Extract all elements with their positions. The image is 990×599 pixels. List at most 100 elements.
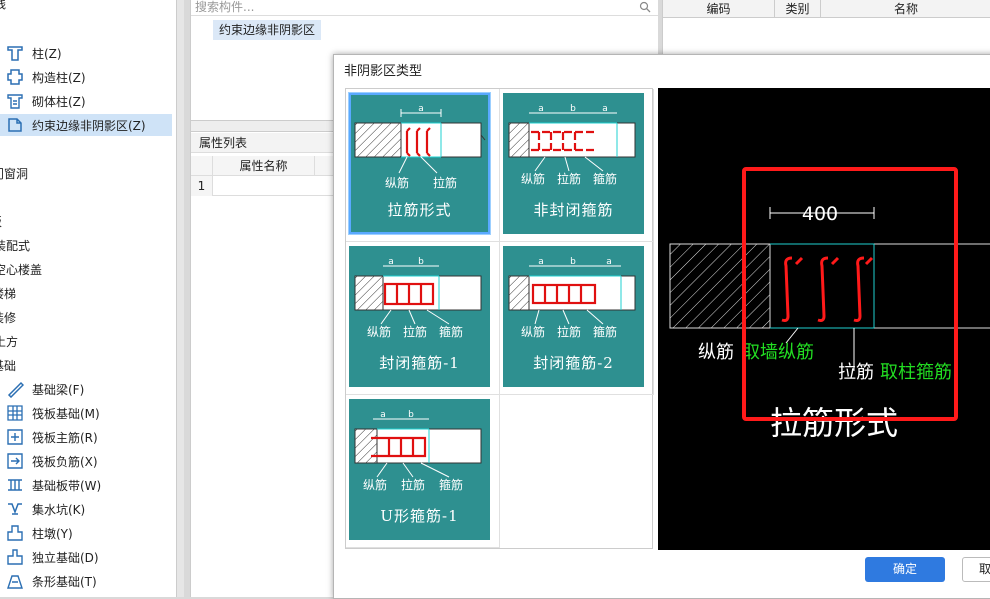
sidebar-item[interactable]: 筏板负筋(X) [0, 450, 98, 472]
search-icon[interactable] [639, 1, 651, 13]
sidebar-item-label: 条形基础(T) [32, 573, 97, 590]
column-header-category[interactable]: 类别 [775, 0, 821, 18]
column-header-code[interactable]: 编码 [663, 0, 775, 18]
svg-text:a: a [418, 104, 424, 114]
sidebar-item-label: 筏板主筋(R) [32, 429, 98, 446]
row-number: 1 [191, 176, 213, 196]
sidebar-item[interactable]: 装配式 [0, 234, 30, 256]
tile-label: U形箍筋-1 [351, 505, 488, 526]
type-cell-tie-bar: a 纵筋 拉筋 拉筋形式 [346, 89, 500, 242]
svg-text:a: a [538, 104, 544, 114]
tie-bar-diagram-icon: a 纵筋 拉筋 [351, 95, 492, 195]
sump-pit-icon [6, 500, 24, 518]
svg-text:纵筋: 纵筋 [698, 342, 734, 363]
row-number-header [191, 156, 213, 176]
raft-foundation-icon [6, 404, 24, 422]
masonry-column-icon [6, 92, 24, 110]
sidebar-item-label: 砌体柱(Z) [32, 93, 86, 110]
sidebar-item-label: 约束边缘非阴影区(Z) [32, 117, 146, 134]
tile-label: 拉筋形式 [351, 199, 488, 220]
construction-column-icon [6, 68, 24, 86]
sidebar-item[interactable]: 条形基础(T) [0, 570, 97, 592]
svg-text:a: a [380, 410, 386, 420]
strip-footing-icon [6, 572, 24, 590]
sidebar-item[interactable]: 基础 [0, 354, 16, 376]
svg-text:取墙纵筋: 取墙纵筋 [742, 342, 814, 363]
sidebar-item[interactable]: 楼梯 [0, 282, 16, 304]
sidebar-item[interactable]: 集水坑(K) [0, 498, 85, 520]
sidebar-item[interactable]: 柱墩(Y) [0, 522, 73, 544]
sidebar-item-label: 集水坑(K) [32, 501, 85, 518]
sidebar-item-label: 板 [0, 213, 2, 230]
column-pier-icon [6, 524, 24, 542]
sidebar-item[interactable]: 装修 [0, 306, 16, 328]
svg-text:纵筋: 纵筋 [521, 171, 545, 186]
component-type-sidebar: 线柱(Z)构造柱(Z)砌体柱(Z)约束边缘非阴影区(Z)墙门窗洞梁板装配式空心楼… [0, 0, 176, 597]
type-tile-u-stirrup-1[interactable]: a b 纵筋 拉筋 箍筋 U形箍筋-1 [349, 399, 490, 540]
sidebar-item-label: 装配式 [0, 237, 30, 254]
svg-text:拉筋: 拉筋 [403, 324, 427, 339]
type-cell-closed-stirrup-2: a b a 纵筋 拉筋 箍筋 封闭箍筋-2 [500, 242, 654, 395]
ok-button[interactable]: 确定 [865, 557, 945, 582]
foundation-strip-icon [6, 476, 24, 494]
isolated-footing-icon [6, 548, 24, 566]
svg-text:箍筋: 箍筋 [439, 324, 463, 339]
svg-text:箍筋: 箍筋 [439, 477, 463, 492]
sidebar-item[interactable]: 独立基础(D) [0, 546, 99, 568]
sidebar-item[interactable]: 砌体柱(Z) [0, 90, 86, 112]
sidebar-item-label: 门窗洞 [0, 165, 28, 182]
sidebar-item-label: 装修 [0, 309, 16, 326]
component-tree-node[interactable]: 约束边缘非阴影区 [213, 20, 321, 40]
sidebar-item[interactable]: 线 [0, 0, 6, 14]
sidebar-item[interactable]: 柱(Z) [0, 42, 62, 64]
sidebar-item-label: 基础梁(F) [32, 381, 84, 398]
sidebar-item[interactable]: 门窗洞 [0, 162, 28, 184]
svg-text:纵筋: 纵筋 [367, 324, 391, 339]
svg-text:纵筋: 纵筋 [385, 175, 409, 190]
svg-text:取柱箍筋: 取柱箍筋 [880, 362, 952, 383]
foundation-beam-icon [6, 380, 24, 398]
tile-label: 封闭箍筋-1 [351, 352, 488, 373]
svg-text:箍筋: 箍筋 [593, 171, 617, 186]
type-cell-closed-stirrup-1: a b 纵筋 拉筋 箍筋 封闭箍筋-1 [346, 242, 500, 395]
sidebar-item[interactable]: 基础梁(F) [0, 378, 84, 400]
sidebar-item[interactable]: 土方 [0, 330, 18, 352]
sidebar-scrollbar[interactable] [176, 0, 184, 597]
sidebar-item[interactable]: 构造柱(Z) [0, 66, 86, 88]
open-stirrup-diagram-icon: a b a 纵筋 拉筋 箍筋 [505, 95, 646, 195]
svg-text:纵筋: 纵筋 [363, 477, 387, 492]
type-cell-u-stirrup-1: a b 纵筋 拉筋 箍筋 U形箍筋-1 [346, 395, 500, 548]
sidebar-item[interactable]: 筏板基础(M) [0, 402, 100, 424]
type-tile-closed-stirrup-2[interactable]: a b a 纵筋 拉筋 箍筋 封闭箍筋-2 [503, 246, 644, 387]
svg-text:拉筋: 拉筋 [557, 324, 581, 339]
sidebar-item-label: 基础板带(W) [32, 477, 101, 494]
sidebar-item[interactable]: 约束边缘非阴影区(Z) [0, 114, 172, 136]
cancel-button[interactable]: 取消 [962, 557, 990, 582]
svg-text:拉筋: 拉筋 [401, 477, 425, 492]
sidebar-item-label: 构造柱(Z) [32, 69, 86, 86]
svg-text:a: a [388, 257, 394, 267]
column-header-name[interactable]: 名称 [821, 0, 990, 18]
search-input[interactable]: 搜索构件... [191, 0, 658, 16]
u-stirrup-1-diagram-icon: a b 纵筋 拉筋 箍筋 [351, 401, 492, 501]
type-tile-closed-stirrup-1[interactable]: a b 纵筋 拉筋 箍筋 封闭箍筋-1 [349, 246, 490, 387]
svg-text:a: a [538, 257, 544, 267]
property-name-header: 属性名称 [213, 156, 315, 176]
table-header: 编码 类别 名称 [663, 0, 990, 18]
dialog-title: 非阴影区类型 [344, 60, 422, 79]
type-tile-grid: a 纵筋 拉筋 拉筋形式 a b [345, 88, 653, 549]
svg-text:拉筋: 拉筋 [557, 171, 581, 186]
type-tile-tie-bar[interactable]: a 纵筋 拉筋 拉筋形式 [349, 93, 490, 234]
type-preview-canvas: 400 纵筋 取墙纵筋 拉筋 取柱箍筋 拉筋形式 [658, 88, 990, 550]
sidebar-item-label: 独立基础(D) [32, 549, 99, 566]
closed-stirrup-1-diagram-icon: a b 纵筋 拉筋 箍筋 [351, 248, 492, 348]
sidebar-item[interactable]: 筏板主筋(R) [0, 426, 98, 448]
sidebar-item-label: 楼梯 [0, 285, 16, 302]
sidebar-item[interactable]: 基础板带(W) [0, 474, 101, 496]
tile-label: 非封闭箍筋 [505, 199, 642, 220]
type-tile-open-stirrup[interactable]: a b a 纵筋 拉筋 箍筋 非封闭箍筋 [503, 93, 644, 234]
tile-label: 封闭箍筋-2 [505, 352, 642, 373]
sidebar-item[interactable]: 板 [0, 210, 2, 232]
sidebar-item[interactable]: 空心楼盖 [0, 258, 42, 280]
sidebar-item-label: 基础 [0, 357, 16, 374]
